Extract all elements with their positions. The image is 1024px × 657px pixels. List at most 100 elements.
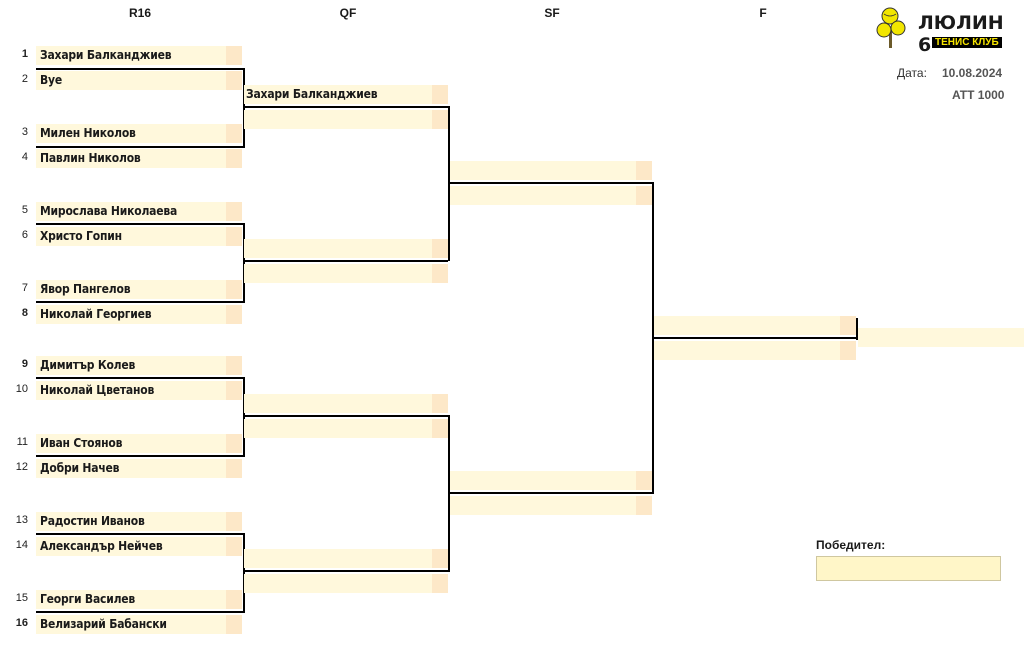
score-cell[interactable]: [226, 202, 242, 221]
qf-slot[interactable]: [244, 264, 432, 283]
winner-field[interactable]: [816, 556, 1001, 581]
player-slot[interactable]: [36, 590, 226, 609]
score-cell[interactable]: [226, 280, 242, 299]
score-cell[interactable]: [432, 549, 448, 568]
score-cell[interactable]: [636, 471, 652, 490]
player-name: Георги Василев: [40, 592, 136, 606]
seed-number: 14: [15, 539, 28, 551]
score-cell[interactable]: [226, 590, 242, 609]
score-cell[interactable]: [226, 381, 242, 400]
qf-slot[interactable]: [244, 110, 432, 129]
score-cell[interactable]: [226, 227, 242, 246]
bracket-line: [448, 106, 450, 261]
player-name: Мирослава Николаева: [40, 204, 178, 218]
bracket-line: [36, 455, 244, 457]
player-slot[interactable]: [36, 227, 226, 246]
qf-slot[interactable]: [244, 574, 432, 593]
player-slot[interactable]: [36, 459, 226, 478]
bracket-line: [243, 223, 245, 303]
winner-label: Победител:: [816, 538, 886, 552]
score-cell[interactable]: [636, 496, 652, 515]
bracket-line: [243, 533, 245, 613]
score-cell[interactable]: [226, 459, 242, 478]
score-cell[interactable]: [432, 419, 448, 438]
sf-slot[interactable]: [450, 471, 636, 490]
player-slot[interactable]: [36, 46, 226, 65]
seed-number: 5: [21, 204, 28, 216]
qf-slot[interactable]: [244, 419, 432, 438]
player-slot[interactable]: [36, 381, 226, 400]
player-name: Николай Цветанов: [40, 383, 155, 397]
bracket-line: [243, 377, 245, 457]
bracket-line: [450, 492, 654, 494]
player-slot[interactable]: [36, 124, 226, 143]
bracket-line: [448, 415, 450, 572]
score-cell[interactable]: [226, 71, 242, 90]
score-cell[interactable]: [226, 537, 242, 556]
score-cell[interactable]: [432, 394, 448, 413]
score-cell[interactable]: [226, 512, 242, 531]
score-cell[interactable]: [226, 615, 242, 634]
bracket-line: [36, 377, 244, 379]
logo-title: ЛЮЛИН 6: [918, 12, 1004, 56]
score-cell[interactable]: [432, 239, 448, 258]
final-slot[interactable]: [654, 316, 840, 335]
qf-slot[interactable]: [244, 549, 432, 568]
sf-slot[interactable]: [450, 186, 636, 205]
player-slot[interactable]: [36, 305, 226, 324]
seed-number: 12: [15, 461, 28, 473]
score-cell[interactable]: [226, 124, 242, 143]
tree-icon: [876, 7, 906, 48]
bracket-line: [36, 301, 244, 303]
score-cell[interactable]: [432, 574, 448, 593]
player-slot[interactable]: [36, 512, 226, 531]
sf-slot[interactable]: [450, 161, 636, 180]
player-slot[interactable]: [36, 71, 226, 90]
score-cell[interactable]: [226, 356, 242, 375]
qf-slot[interactable]: [244, 394, 432, 413]
player-slot[interactable]: [36, 149, 226, 168]
qf-slot[interactable]: [244, 85, 432, 104]
champion-slot[interactable]: [858, 328, 1024, 347]
player-name: Милен Николов: [40, 126, 136, 140]
bracket-line: [244, 415, 448, 417]
bracket-line: [654, 337, 858, 339]
player-slot[interactable]: [36, 202, 226, 221]
bracket-line: [36, 223, 244, 225]
seed-number: 1: [21, 48, 28, 60]
score-cell[interactable]: [840, 316, 856, 335]
logo-subtitle: ТЕНИС КЛУБ: [932, 37, 1002, 48]
score-cell[interactable]: [636, 186, 652, 205]
score-cell[interactable]: [432, 264, 448, 283]
seed-number: 10: [15, 383, 28, 395]
player-name: Иван Стоянов: [40, 436, 123, 450]
bracket-line: [652, 182, 654, 493]
club-logo: ЛЮЛИН 6 ТЕНИС КЛУБ: [876, 6, 1016, 56]
final-slot[interactable]: [654, 341, 840, 360]
score-cell[interactable]: [432, 85, 448, 104]
sf-slot[interactable]: [450, 496, 636, 515]
score-cell[interactable]: [226, 434, 242, 453]
player-name: Велизарий Бабански: [40, 617, 167, 631]
player-slot[interactable]: [36, 356, 226, 375]
player-name: Bye: [40, 73, 62, 87]
score-cell[interactable]: [226, 305, 242, 324]
score-cell[interactable]: [226, 46, 242, 65]
bracket-line: [450, 182, 654, 184]
player-slot[interactable]: [36, 434, 226, 453]
seed-number: 9: [21, 358, 28, 370]
score-cell[interactable]: [636, 161, 652, 180]
player-slot[interactable]: [36, 537, 226, 556]
score-cell[interactable]: [226, 149, 242, 168]
qf-slot[interactable]: [244, 239, 432, 258]
player-slot[interactable]: [36, 615, 226, 634]
score-cell[interactable]: [432, 110, 448, 129]
score-cell[interactable]: [840, 341, 856, 360]
bracket-line: [36, 611, 244, 613]
seed-number: 6: [21, 229, 28, 241]
round-header-r16: R16: [128, 6, 151, 20]
player-name: Радостин Иванов: [40, 514, 145, 528]
date-value: 10.08.2024: [942, 66, 1003, 80]
player-slot[interactable]: [36, 280, 226, 299]
seed-number: 15: [15, 592, 28, 604]
